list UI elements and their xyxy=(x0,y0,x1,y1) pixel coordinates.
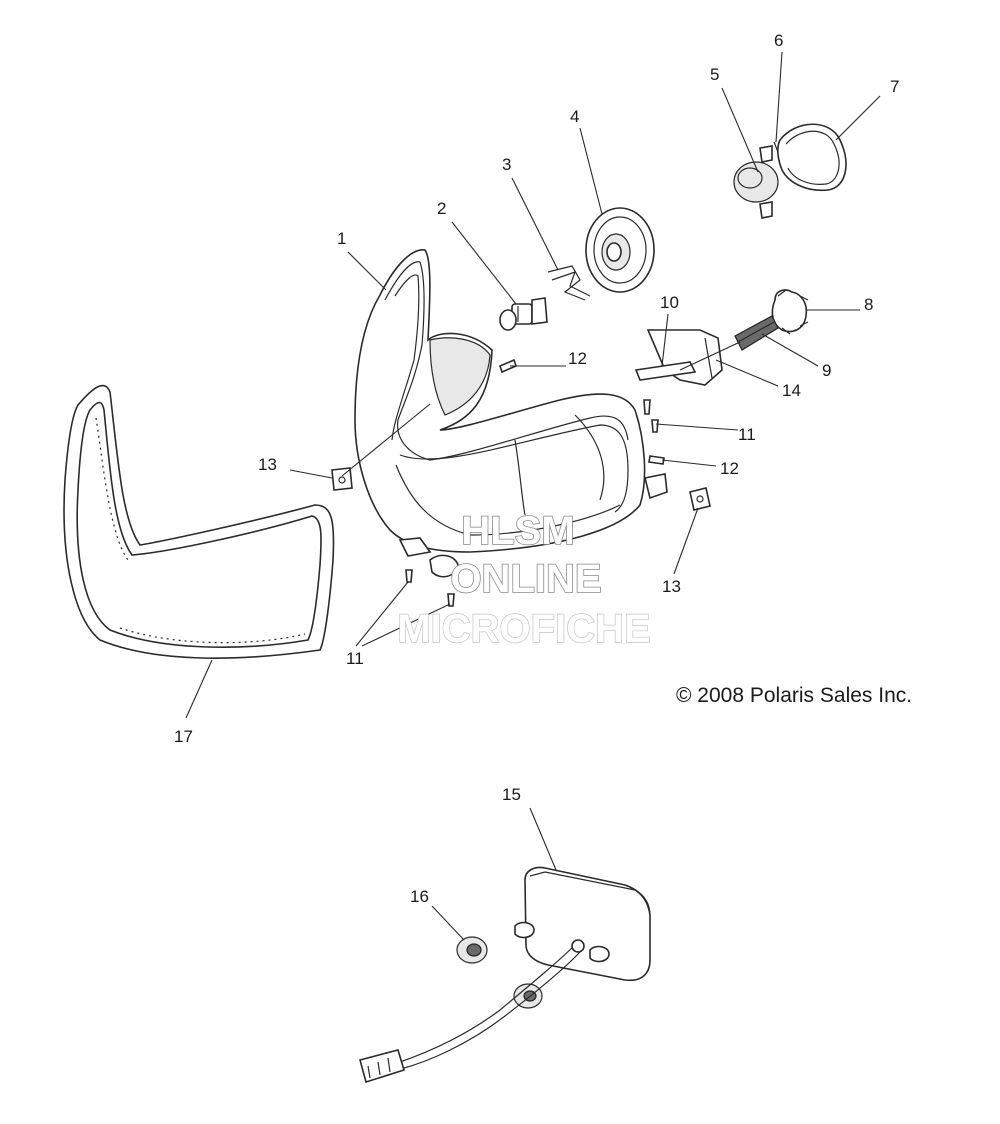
bulb-part-2 xyxy=(499,297,548,331)
watermark: HLSM ONLINE MICROFICHE xyxy=(397,508,652,652)
callout-11a: 11 xyxy=(738,425,756,444)
module-part-15 xyxy=(514,866,651,982)
callout-1: 1 xyxy=(337,229,346,248)
watermark-line2: ONLINE xyxy=(450,557,601,601)
callout-2: 2 xyxy=(437,199,446,218)
callout-labels: 1 2 3 4 5 6 7 8 9 10 11 11 12 12 13 13 1… xyxy=(174,31,899,906)
callout-9: 9 xyxy=(822,361,831,380)
screw-part-11 xyxy=(405,399,659,607)
gasket-part-7 xyxy=(777,123,847,192)
callout-5: 5 xyxy=(710,65,719,84)
leader-lines xyxy=(185,51,881,941)
callout-16: 16 xyxy=(410,887,429,906)
callout-13a: 13 xyxy=(258,455,277,474)
callout-14: 14 xyxy=(782,381,801,400)
watermark-line1: HLSM xyxy=(461,509,574,553)
callout-13b: 13 xyxy=(662,577,681,596)
adjuster-spring-part-9 xyxy=(734,315,779,351)
clip-nut-part-13 xyxy=(331,467,711,511)
callout-12b: 12 xyxy=(720,459,739,478)
callout-10: 10 xyxy=(660,293,679,312)
screw-part-12 xyxy=(499,358,665,465)
callout-12a: 12 xyxy=(568,349,587,368)
bracket-part-10 xyxy=(634,329,723,386)
callout-11b: 11 xyxy=(346,649,364,668)
reflector-part-4 xyxy=(585,207,655,293)
adjuster-screw-part-14 xyxy=(679,341,741,371)
cap-part-5 xyxy=(733,145,779,219)
wire-harness xyxy=(359,939,585,1084)
callout-6: 6 xyxy=(774,31,783,50)
spring-clip-part-3 xyxy=(547,265,591,301)
callout-17: 17 xyxy=(174,727,193,746)
callout-7: 7 xyxy=(890,77,899,96)
callout-4: 4 xyxy=(570,107,579,126)
seal-part-17 xyxy=(63,384,335,659)
callout-8: 8 xyxy=(864,295,873,314)
copyright-notice: © 2008 Polaris Sales Inc. xyxy=(676,684,913,707)
callout-3: 3 xyxy=(502,155,511,174)
watermark-line3: MICROFICHE xyxy=(397,607,650,651)
callout-15: 15 xyxy=(502,785,521,804)
headlight-housing-part-1 xyxy=(354,249,668,578)
